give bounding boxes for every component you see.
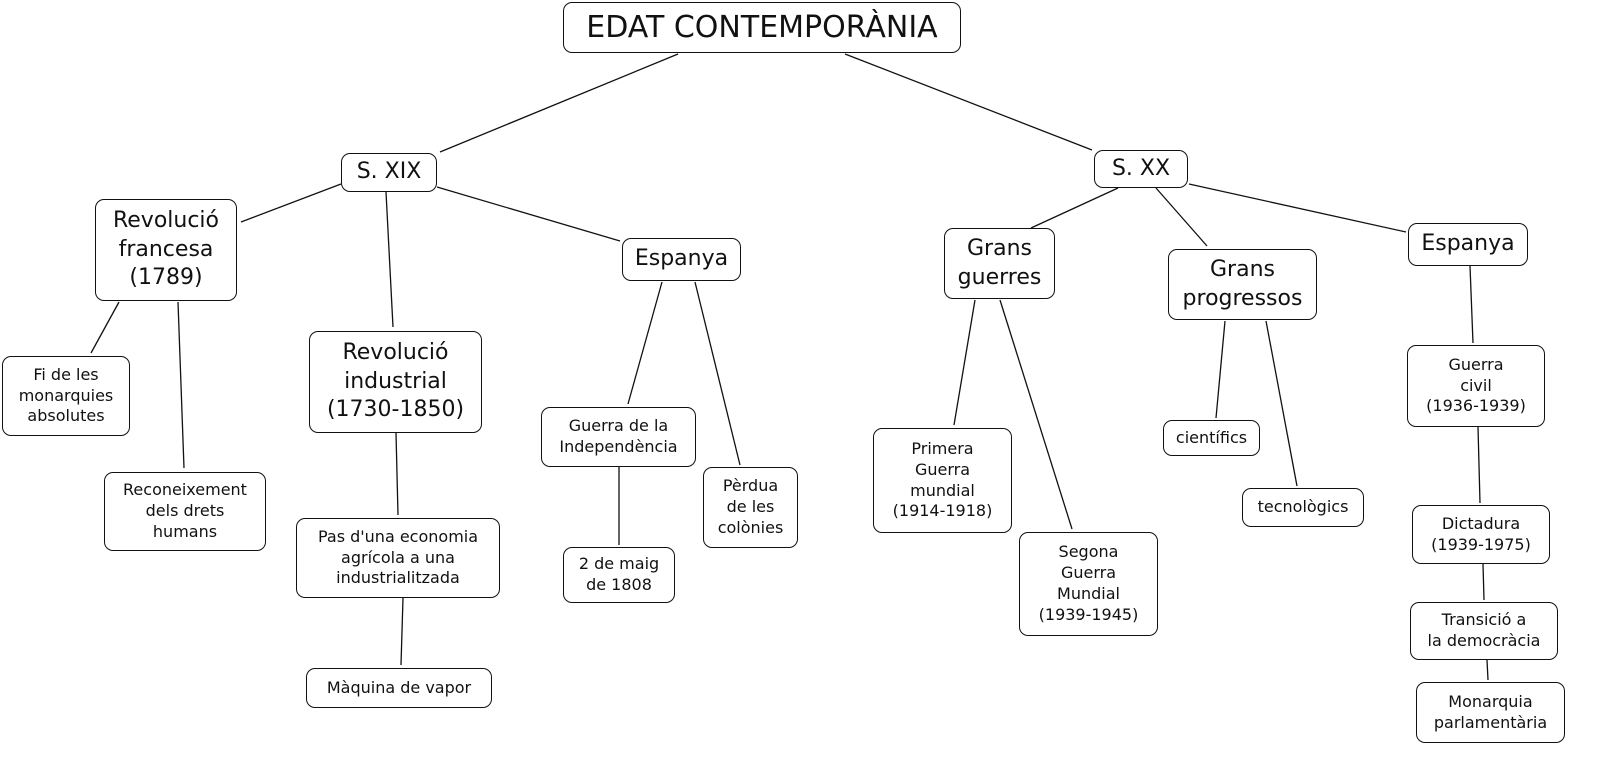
node-revolucio-industrial: Revolució industrial (1730-1850) [309,331,482,433]
root-node: EDAT CONTEMPORÀNIA [563,2,961,53]
node-espanya-s19: Espanya [622,238,741,281]
node-grans-progressos: Grans progressos [1168,249,1317,320]
node-2-maig: 2 de maig de 1808 [563,547,675,603]
node-s19: S. XIX [341,153,437,192]
node-guerra-civil: Guerra civil (1936-1939) [1407,345,1545,427]
node-tecnologics: tecnològics [1242,488,1364,527]
node-cientifics: científics [1163,420,1260,456]
node-fi-monarquies: Fi de les monarquies absolutes [2,356,130,436]
node-drets-humans: Reconeixement dels drets humans [104,472,266,551]
node-perdua-colonies: Pèrdua de les colònies [703,467,798,548]
node-segona-guerra: Segona Guerra Mundial (1939-1945) [1019,532,1158,636]
node-grans-guerres: Grans guerres [944,228,1055,299]
node-guerra-independencia: Guerra de la Independència [541,407,696,467]
node-maquina-vapor: Màquina de vapor [306,668,492,708]
node-economia: Pas d'una economia agrícola a una indust… [296,518,500,598]
node-primera-guerra: Primera Guerra mundial (1914-1918) [873,428,1012,533]
node-transicio: Transició a la democràcia [1410,602,1558,660]
node-espanya-s20: Espanya [1408,223,1528,266]
node-revolucio-francesa: Revolució francesa (1789) [95,199,237,301]
node-monarquia-parlamentaria: Monarquia parlamentària [1416,682,1565,743]
node-dictadura: Dictadura (1939-1975) [1412,505,1550,564]
node-s20: S. XX [1094,150,1188,188]
